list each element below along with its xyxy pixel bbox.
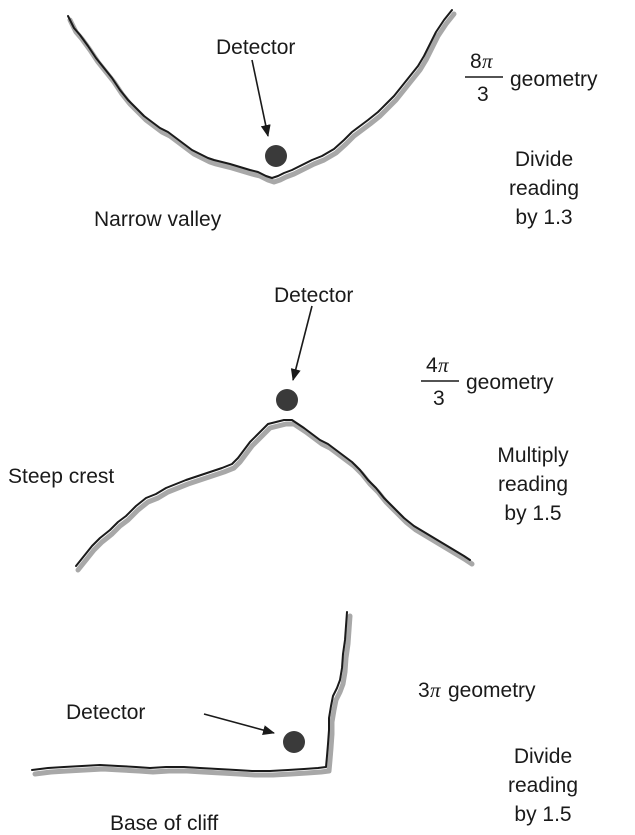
valley-correction: Divide reading by 1.3 (509, 148, 579, 229)
crest-correction: Multiply reading by 1.5 (497, 444, 569, 525)
valley-geometry-fraction: 8 π 3 geometry (465, 49, 598, 106)
cliff-detector-icon (283, 731, 305, 753)
cliff-geometry-coefficient: 3 (418, 679, 430, 702)
valley-terrain (67, 9, 457, 185)
crest-detector-icon (276, 389, 298, 411)
cliff-correction-line-1: Divide (514, 745, 572, 768)
valley-terrain-label: Narrow valley (94, 208, 222, 231)
crest-panel: Detector Steep crest 4 π 3 geometry Mult… (8, 284, 569, 573)
valley-geometry-denominator: 3 (477, 83, 489, 106)
cliff-correction: Divide reading by 1.5 (508, 745, 578, 826)
cliff-panel: Detector Base of cliff 3 π geometry Divi… (31, 611, 578, 835)
valley-correction-line-2: reading (509, 177, 579, 200)
valley-geometry-pi: π (482, 49, 493, 73)
valley-detector-label: Detector (216, 36, 295, 59)
cliff-terrain-label: Base of cliff (110, 812, 218, 835)
valley-detector-icon (265, 145, 287, 167)
valley-detector-arrow (251, 59, 271, 137)
valley-correction-line-1: Divide (515, 148, 573, 171)
crest-correction-line-2: reading (498, 473, 568, 496)
crest-geometry-pi: π (438, 353, 449, 377)
crest-correction-line-1: Multiply (497, 444, 569, 467)
crest-geometry-numerator: 4 (426, 354, 438, 377)
cliff-correction-line-3: by 1.5 (514, 803, 571, 826)
valley-correction-line-3: by 1.3 (515, 206, 572, 229)
valley-panel: Detector Narrow valley 8 π 3 geometry Di… (67, 9, 598, 231)
cliff-detector-label: Detector (66, 701, 145, 724)
crest-terrain-label: Steep crest (8, 465, 114, 488)
cliff-detector-arrow (203, 713, 275, 735)
cliff-geometry-pi: π (430, 678, 441, 702)
crest-detector-arrow (290, 305, 313, 381)
valley-geometry-numerator: 8 (470, 50, 482, 73)
crest-correction-line-3: by 1.5 (504, 502, 561, 525)
valley-geometry-suffix: geometry (510, 68, 598, 91)
cliff-correction-line-2: reading (508, 774, 578, 797)
cliff-geometry: 3 π geometry (418, 678, 536, 702)
crest-geometry-suffix: geometry (466, 371, 554, 394)
cliff-geometry-suffix: geometry (448, 679, 536, 702)
crest-geometry-fraction: 4 π 3 geometry (421, 353, 554, 410)
crest-terrain (75, 419, 475, 573)
crest-detector-label: Detector (274, 284, 353, 307)
crest-geometry-denominator: 3 (433, 387, 445, 410)
cliff-terrain (31, 611, 353, 778)
